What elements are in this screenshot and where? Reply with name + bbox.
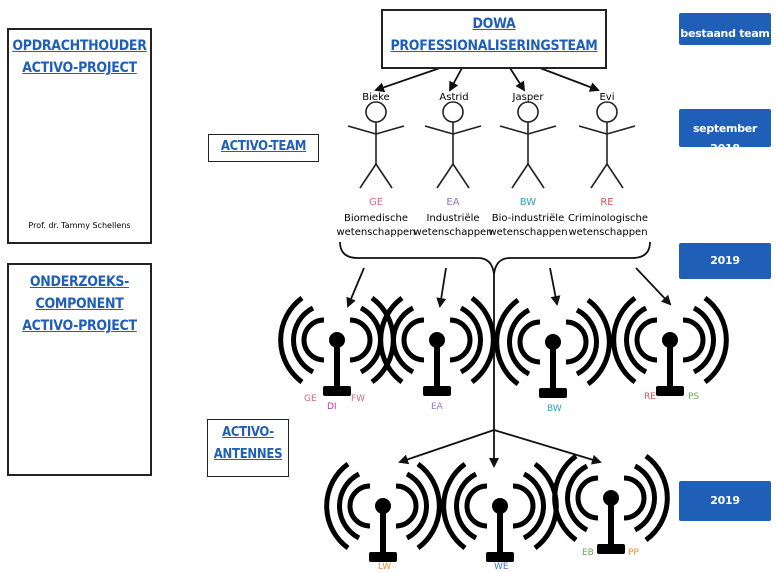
client-title-2: ACTIVO-PROJECT — [22, 60, 137, 76]
antenna-4-icon — [614, 298, 727, 396]
antenna-tag-ea: EA — [431, 402, 443, 412]
member-code-4: RE — [600, 197, 614, 208]
badge-september-2018: september 2018 — [679, 109, 771, 155]
badge-existing-team: bestaand team — [679, 13, 771, 45]
antenna-tag-fw: FW — [351, 394, 366, 404]
antenna-7-icon — [555, 456, 668, 554]
top-box — [381, 9, 607, 69]
antennas-label-1: ACTIVO- — [222, 425, 274, 440]
member-desc-4a: Criminologische — [567, 213, 649, 224]
badge-2019-b: 2019 — [679, 481, 771, 521]
team-brace — [339, 241, 651, 275]
antenna-tag-we: WE — [494, 562, 509, 572]
antenna-1-icon — [281, 298, 394, 396]
badge-2019-a: 2019 — [679, 243, 771, 279]
member-desc-1a: Biomedische — [344, 213, 408, 224]
research-title-3: ACTIVO-PROJECT — [22, 318, 137, 334]
antenna-tag-di: DI — [327, 402, 337, 412]
member-name-3: Jasper — [512, 92, 544, 103]
member-code-2: EA — [446, 197, 460, 208]
antenna-3-icon — [497, 300, 610, 398]
antennas-label-2: ANTENNES — [213, 447, 283, 462]
antenna-6-icon — [444, 464, 557, 562]
member-name-1: Bieke — [362, 92, 390, 103]
top-box-line1: DOWA — [472, 16, 516, 32]
client-person: Prof. dr. Tammy Schellens — [28, 221, 131, 230]
research-title-2: COMPONENT — [35, 296, 124, 312]
member-desc-3a: Bio-industriële — [491, 213, 565, 224]
member-name-2: Astrid — [439, 92, 469, 103]
member-name-4: Evi — [599, 92, 615, 103]
antenna-5-icon — [327, 464, 440, 562]
team-label-box — [208, 134, 319, 162]
research-box — [7, 263, 152, 476]
member-code-1: GE — [368, 197, 384, 208]
antenna-tag-bw: BW — [547, 404, 562, 414]
member-desc-2b: wetenschappen — [413, 227, 493, 238]
antenna-tag-pp: PP — [628, 548, 639, 558]
member-desc-4b: wetenschappen — [568, 227, 648, 238]
member-desc-1b: wetenschappen — [336, 227, 416, 238]
client-title-1: OPDRACHTHOUDER — [12, 38, 147, 54]
antennas-label-box — [207, 419, 289, 477]
member-code-3: BW — [519, 197, 537, 208]
antenna-tag-ge: GE — [304, 394, 317, 404]
member-desc-3b: wetenschappen — [488, 227, 568, 238]
antenna-tag-re: RE — [644, 392, 656, 402]
top-box-line2: PROFESSIONALISERINGSTEAM — [390, 38, 598, 54]
member-desc-2a: Industriële — [426, 213, 480, 224]
client-box — [7, 28, 152, 244]
research-title-1: ONDERZOEKS- — [29, 274, 130, 290]
team-label: ACTIVO-TEAM — [220, 139, 307, 154]
antenna-2-icon — [381, 298, 494, 396]
antenna-tag-eb: EB — [582, 548, 594, 558]
antenna-tag-lw: LW — [378, 562, 392, 572]
antenna-tag-ps: PS — [688, 392, 700, 402]
top-arrows — [374, 67, 600, 93]
